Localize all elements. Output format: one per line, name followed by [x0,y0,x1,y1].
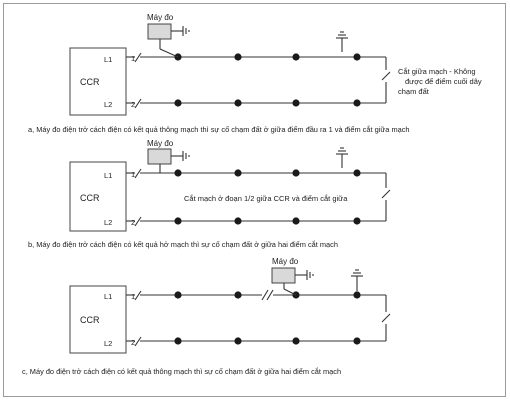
line-2-mark: 2 [131,218,135,227]
lamp-dot [353,169,361,177]
meter-probe [283,288,297,296]
break-mark-2 [134,336,142,347]
mid-cut-mark [261,289,269,301]
meter-label: Máy đo [147,13,174,22]
ccr-label: CCR [80,193,100,203]
line-1-mark: 1 [131,170,135,179]
cut-mark [381,189,391,199]
lamp-dot [353,337,361,345]
caption-b: b, Máy đo điện trở cách điện có kết quả … [28,240,338,249]
cut-note-line-2: được để điểm cuối dây [405,77,482,86]
ground-icon [336,147,348,168]
cut-note-line-3: chạm đất [398,87,430,96]
cut-note-line-1: Cắt giữa mạch - Không [398,67,476,76]
break-mark-1 [134,290,142,301]
meter-box [271,267,296,284]
lamp-dot [353,217,361,225]
break-mark-2 [134,216,142,227]
lamp-dot [234,291,242,299]
cut-mark [381,71,391,81]
lamp-dot [174,217,182,225]
terminal-l2: L2 [104,218,112,227]
terminal-l1: L1 [104,171,112,180]
lamp-dot [234,337,242,345]
lamp-dot [234,217,242,225]
lamp-dot [174,169,182,177]
meter-label: Máy đo [272,257,299,266]
ccr-box [69,47,127,116]
line-2-mark: 2 [131,338,135,347]
break-mark-2 [134,98,142,109]
terminal-l2: L2 [104,100,112,109]
lamp-dot [292,53,300,61]
meter-box [147,148,172,165]
panel-b: CCR L1 L2 1 2 Máy đo [28,139,391,249]
terminal-l1: L1 [104,55,112,64]
ccr-label: CCR [80,77,100,87]
terminal-l1: L1 [104,292,112,301]
meter-ground-icon [306,270,314,280]
line-1-mark: 1 [131,54,135,63]
lamp-dot [234,99,242,107]
panel-a: CCR L1 L2 1 2 Máy đo [28,13,482,134]
meter-ground-icon [182,26,190,36]
terminal-l2: L2 [104,339,112,348]
ccr-label: CCR [80,315,100,325]
mid-cut-mark [266,289,274,301]
ground-icon [351,269,363,291]
caption-a: a, Máy đo điện trở cách điện có kết quả … [28,125,410,134]
lamp-dot [234,53,242,61]
ground-icon [336,31,348,52]
meter-ground-icon [182,151,190,161]
lamp-dot [292,169,300,177]
lamp-dot [234,169,242,177]
lamp-dot [292,217,300,225]
lamp-dot [174,291,182,299]
figure-frame [3,3,506,397]
lamp-dot [174,99,182,107]
ccr-box [69,161,127,232]
lamp-dot [353,99,361,107]
meter-probe [159,48,179,58]
ccr-box [69,285,127,354]
lamp-dot [174,337,182,345]
lamp-dot [292,337,300,345]
break-mark-1 [134,52,142,63]
cut-note: Cắt mạch ở đoạn 1/2 giữa CCR và điểm cắt… [184,194,348,203]
line-1-mark: 1 [131,292,135,301]
meter-label: Máy đo [147,139,174,148]
panel-c: CCR L1 L2 1 2 Máy đo [22,257,391,376]
break-mark-1 [134,168,142,179]
lamp-dot [353,53,361,61]
line-2-mark: 2 [131,100,135,109]
cut-mark [381,313,391,323]
meter-box [147,23,172,40]
lamp-dot [353,291,361,299]
caption-c: c, Máy đo điện trở cách điện có kết quả … [22,367,341,376]
lamp-dot [292,99,300,107]
